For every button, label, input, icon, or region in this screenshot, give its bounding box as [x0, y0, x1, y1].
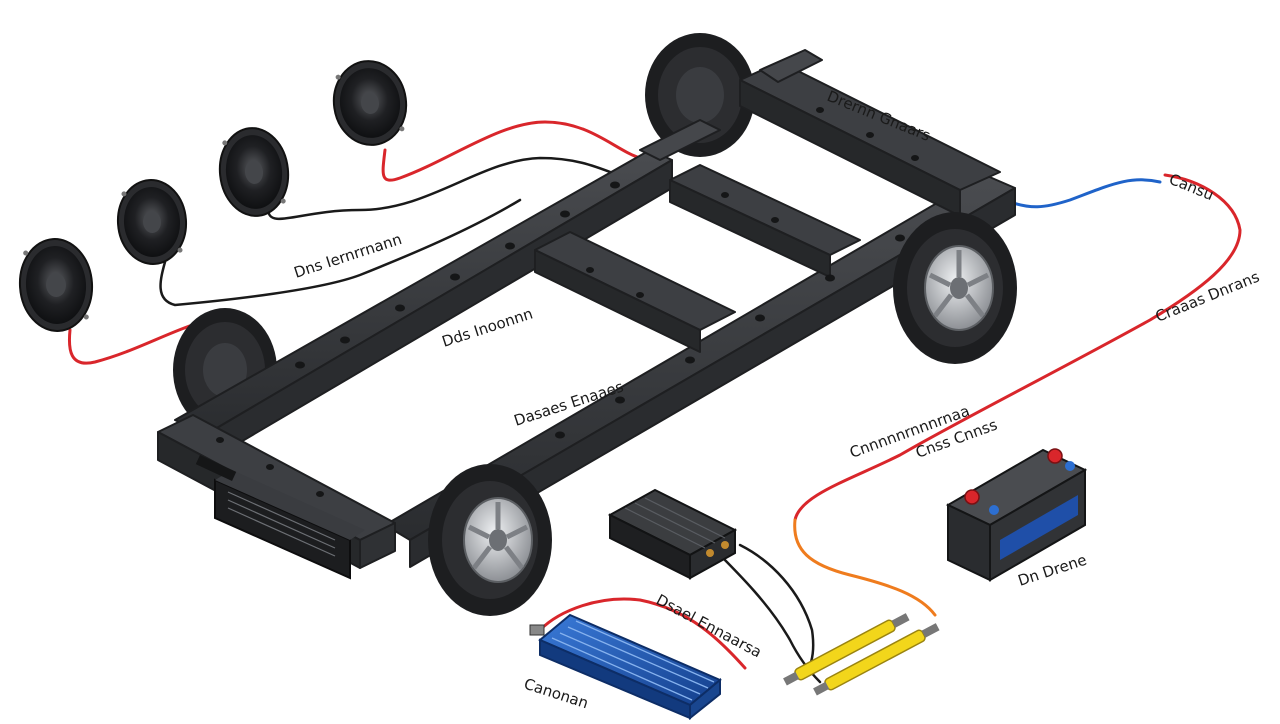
battery-icon[interactable]	[945, 448, 1088, 582]
speaker-icon[interactable]	[216, 125, 293, 220]
distribution-block-icon[interactable]	[607, 488, 738, 580]
label-speakers: Dns Iernrrnann	[292, 230, 404, 282]
rca-connectors	[782, 611, 940, 697]
ground-wire	[159, 198, 522, 307]
label-amplifier: Canonan	[522, 675, 591, 713]
wheel-icon	[428, 464, 552, 616]
power-wire	[381, 120, 642, 182]
label-rear-right: Craaas Dnrans	[1153, 268, 1262, 326]
amplifier-icon[interactable]	[529, 613, 722, 721]
remote-wire	[793, 518, 937, 617]
head-unit-icon[interactable]	[195, 455, 365, 580]
ground-wire	[266, 156, 642, 221]
power-wire	[538, 597, 747, 670]
rca-connector-icon[interactable]	[812, 621, 940, 697]
speaker-icon[interactable]	[329, 56, 412, 149]
wheel-icon	[645, 33, 755, 157]
wheel-icon	[893, 212, 1017, 364]
speakers	[17, 56, 412, 334]
label-power-wire: Dsael Ennaarsa	[653, 591, 765, 662]
ground-wire	[713, 548, 822, 684]
rca-connector-icon[interactable]	[782, 611, 910, 687]
speaker-icon[interactable]	[115, 178, 189, 267]
signal-wire	[1003, 178, 1162, 209]
frame-holes	[216, 107, 919, 497]
label-rear-right-wire: Cansu	[1167, 170, 1217, 204]
wheels-front	[428, 212, 1017, 616]
power-wire	[793, 173, 1242, 522]
power-wire	[67, 316, 217, 365]
speaker-icon[interactable]	[17, 237, 95, 334]
